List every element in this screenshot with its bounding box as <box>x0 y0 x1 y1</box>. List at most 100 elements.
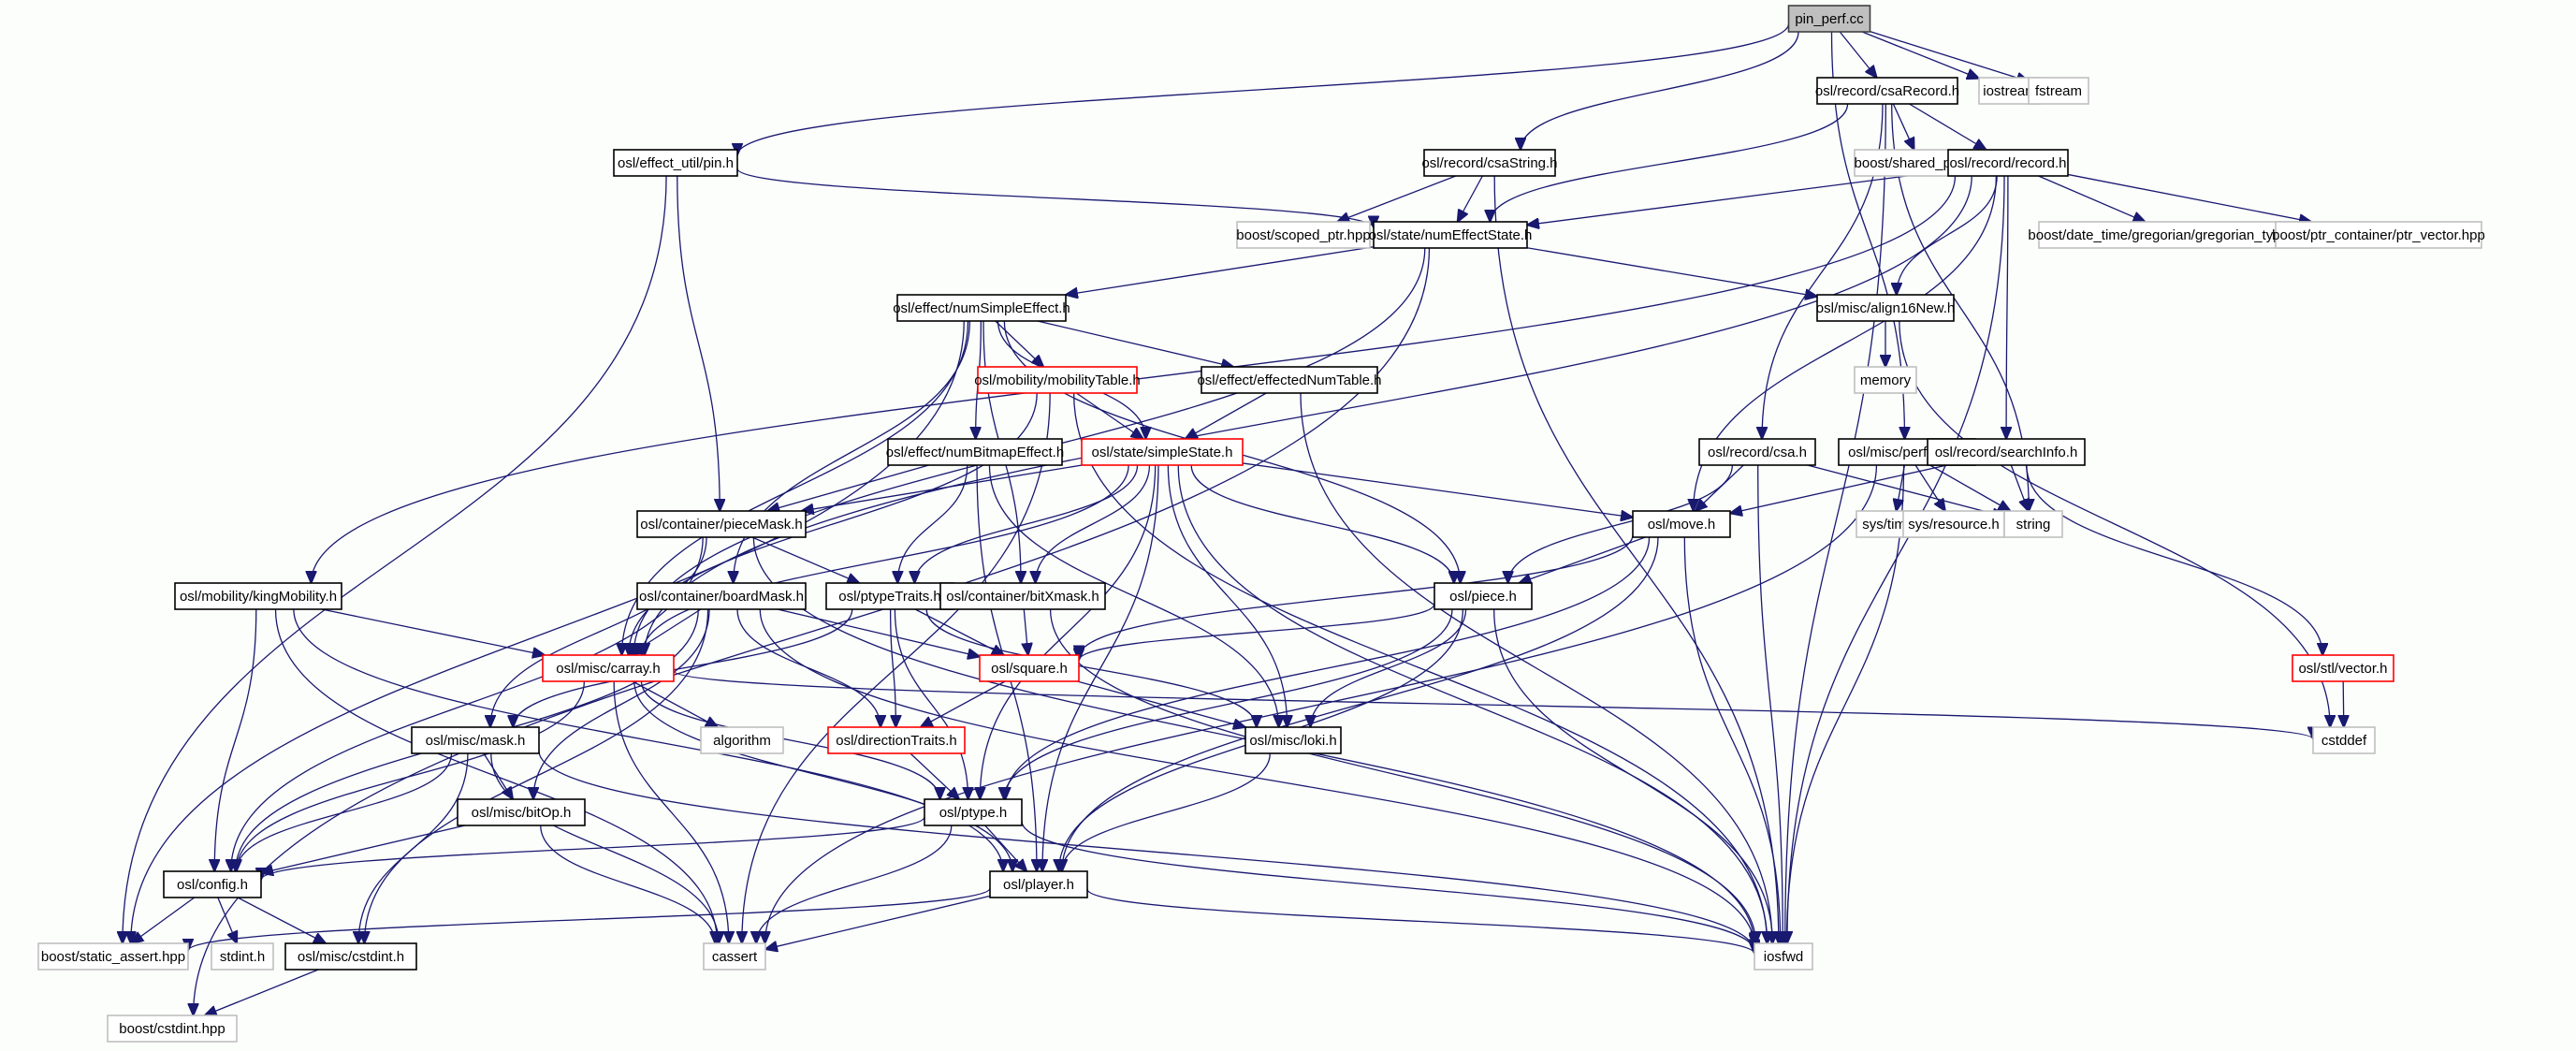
node-player[interactable]: osl/player.h <box>989 870 1088 898</box>
node-algorithm: algorithm <box>700 726 784 754</box>
node-mask[interactable]: osl/misc/mask.h <box>411 726 540 754</box>
node-label: iostream <box>1983 83 2037 99</box>
node-box <box>636 510 807 538</box>
node-square[interactable]: osl/square.h <box>979 654 1080 682</box>
edge-csaRecord-to-iosfwd <box>1785 103 1886 943</box>
edge-numBitmapEffect-to-pieceMask <box>767 464 929 511</box>
edge-pin-to-numEffectState <box>736 168 1374 227</box>
edge-move-to-ptype <box>1005 536 1651 799</box>
node-label: osl/record/csaString.h <box>1421 155 1557 171</box>
edge-align16New-to-cstddef <box>1899 320 2330 727</box>
node-numBitmapEffect[interactable]: osl/effect/numBitmapEffect.h <box>886 438 1064 466</box>
node-label: osl/state/numEffectState.h <box>1369 227 1533 243</box>
node-csaString[interactable]: osl/record/csaString.h <box>1421 149 1558 177</box>
node-label: boost/date_time/gregorian/gregorian_type… <box>2028 227 2322 243</box>
node-static_assert: boost/static_assert.hpp <box>37 942 189 971</box>
edge-ptypeTraits-to-mask <box>513 608 853 727</box>
node-label: cstddef <box>2321 733 2367 749</box>
edge-numBitmapEffect-to-ptypeTraits <box>897 464 968 583</box>
edge-pin_perf-to-csaString <box>1521 31 1799 150</box>
node-boardMask[interactable]: osl/container/boardMask.h <box>636 582 807 610</box>
node-ptypeTraits[interactable]: osl/ptypeTraits.h <box>825 582 954 610</box>
node-box <box>977 366 1138 394</box>
node-align16New[interactable]: osl/misc/align16New.h <box>1816 294 1955 322</box>
node-pieceMask[interactable]: osl/container/pieceMask.h <box>636 510 807 538</box>
node-label: osl/config.h <box>177 877 248 893</box>
node-bitOp[interactable]: osl/misc/bitOp.h <box>457 798 586 826</box>
edge-move-to-square <box>1079 534 1634 657</box>
node-box <box>896 294 1067 322</box>
node-pin_perf[interactable]: pin_perf.cc <box>1787 5 1871 33</box>
edge-config-to-cstdint <box>237 897 326 943</box>
node-label: osl/record/record.h <box>1949 155 2066 171</box>
node-label: osl/container/bitXmask.h <box>946 589 1099 605</box>
edge-mobilityTable-to-simpleState <box>1075 392 1142 439</box>
node-box <box>979 654 1080 682</box>
node-label: osl/stl/vector.h <box>2298 661 2387 677</box>
node-label: osl/state/simpleState.h <box>1092 445 1233 460</box>
node-directionTraits[interactable]: osl/directionTraits.h <box>827 726 966 754</box>
node-label: osl/effect/effectedNumTable.h <box>1197 372 1381 388</box>
node-simpleState[interactable]: osl/state/simpleState.h <box>1081 438 1244 466</box>
node-cstdint[interactable]: osl/misc/cstdint.h <box>284 942 417 971</box>
node-loki[interactable]: osl/misc/loki.h <box>1244 726 1342 754</box>
node-box <box>1927 438 2086 466</box>
edge-effectedNumTable-to-iosfwd <box>1300 392 1772 943</box>
edge-simpleState-to-player <box>1042 464 1159 871</box>
edge-pin_perf-to-iostream <box>1861 31 1979 79</box>
node-pin[interactable]: osl/effect_util/pin.h <box>613 149 738 177</box>
node-carray[interactable]: osl/misc/carray.h <box>542 654 675 682</box>
node-label: osl/effect_util/pin.h <box>618 155 734 171</box>
edge-numSimpleEffect-to-mobilityTable <box>995 320 1044 367</box>
edge-player-to-cassert <box>765 895 991 949</box>
node-ptype[interactable]: osl/ptype.h <box>924 798 1023 826</box>
node-bitXmask[interactable]: osl/container/bitXmask.h <box>939 582 1106 610</box>
node-label: osl/misc/bitOp.h <box>472 805 572 821</box>
node-sysresource: sys/resource.h <box>1902 510 2005 538</box>
node-piece[interactable]: osl/piece.h <box>1434 582 1533 610</box>
edge-boardMask-to-cstdint <box>364 608 709 943</box>
node-box <box>1854 366 1917 394</box>
node-kingMobility[interactable]: osl/mobility/kingMobility.h <box>174 582 342 610</box>
edge-mask-to-cstdint <box>358 752 469 943</box>
node-label: osl/misc/loki.h <box>1249 733 1336 749</box>
edge-square-to-loki <box>1077 680 1245 727</box>
node-boost_cstdint: boost/cstdint.hpp <box>107 1015 238 1043</box>
node-box <box>1787 5 1871 33</box>
node-mobilityTable[interactable]: osl/mobility/mobilityTable.h <box>974 366 1141 394</box>
node-box <box>1201 366 1378 394</box>
node-move[interactable]: osl/move.h <box>1632 510 1731 538</box>
node-label: string <box>2016 517 2051 533</box>
edge-bitXmask-to-square <box>1024 608 1027 655</box>
node-box <box>1236 221 1371 249</box>
node-searchInfo[interactable]: osl/record/searchInfo.h <box>1927 438 2086 466</box>
edge-ptypeTraits-to-ptype <box>894 608 968 799</box>
edge-carray-to-cassert <box>613 680 729 943</box>
node-box <box>542 654 675 682</box>
node-iosfwd: iosfwd <box>1754 942 1813 971</box>
node-box <box>2003 510 2063 538</box>
node-label: pin_perf.cc <box>1795 11 1864 27</box>
node-csa[interactable]: osl/record/csa.h <box>1698 438 1816 466</box>
node-numSimpleEffect[interactable]: osl/effect/numSimpleEffect.h <box>893 294 1070 322</box>
node-vector[interactable]: osl/stl/vector.h <box>2292 654 2394 682</box>
edge-player-to-iosfwd <box>1086 888 1754 954</box>
node-csaRecord[interactable]: osl/record/csaRecord.h <box>1815 77 1959 105</box>
node-label: stdint.h <box>220 949 265 965</box>
node-effectedNumTable[interactable]: osl/effect/effectedNumTable.h <box>1197 366 1382 394</box>
edge-simpleState-to-ptype <box>980 464 1157 799</box>
edge-ptype-to-iosfwd <box>1021 821 1754 951</box>
node-label: algorithm <box>713 733 771 749</box>
node-box <box>284 942 417 971</box>
node-label: osl/effect/numSimpleEffect.h <box>893 300 1070 316</box>
edge-bitXmask-to-iosfwd <box>1049 608 1756 943</box>
node-numEffectState[interactable]: osl/state/numEffectState.h <box>1369 221 1533 249</box>
node-label: iosfwd <box>1764 949 1804 965</box>
edge-record-to-searchInfo <box>2006 175 2008 439</box>
node-record[interactable]: osl/record/record.h <box>1947 149 2069 177</box>
edge-csaRecord-to-shared_ptr <box>1892 103 1914 150</box>
node-config[interactable]: osl/config.h <box>163 870 262 898</box>
edge-csaString-to-iosfwd <box>1493 175 1779 943</box>
node-box <box>211 942 274 971</box>
node-label: osl/player.h <box>1003 877 1074 893</box>
